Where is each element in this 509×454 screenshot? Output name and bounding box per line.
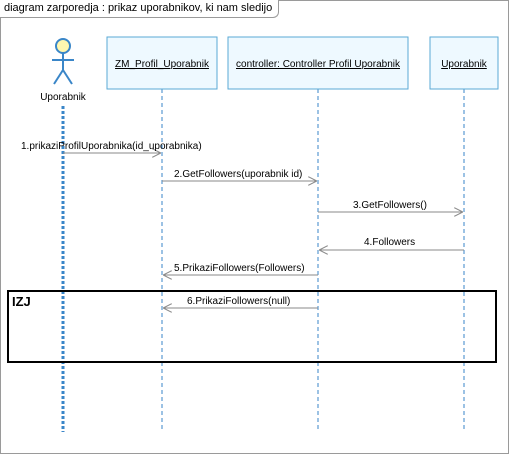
message-label-2: 2.GetFollowers(uporabnik id) bbox=[174, 169, 302, 180]
diagram-title: diagram zarporedja : prikaz uporabnikov,… bbox=[0, 0, 280, 18]
message-5[interactable]: 5.PrikaziFollowers(Followers) bbox=[164, 263, 318, 275]
actor-label: Uporabnik bbox=[40, 92, 87, 103]
message-2[interactable]: 2.GetFollowers(uporabnik id) bbox=[162, 169, 316, 181]
lifeline-label-controller: controller: Controller Profil Uporabnik bbox=[236, 59, 401, 70]
fragment-operator: IZJ bbox=[12, 294, 31, 309]
lifeline-box-controller[interactable]: controller: Controller Profil Uporabnik bbox=[227, 36, 409, 90]
message-label-5: 5.PrikaziFollowers(Followers) bbox=[174, 263, 305, 274]
message-1[interactable]: 1.prikaziProfilUporabnika(id_uporabnika) bbox=[21, 141, 202, 153]
lifeline-box-uporabnik[interactable]: Uporabnik bbox=[429, 36, 499, 90]
message-3[interactable]: 3.GetFollowers() bbox=[318, 200, 462, 212]
actor-right-leg bbox=[62, 69, 73, 85]
actor-left-leg bbox=[53, 69, 64, 85]
lifeline-label-zm: ZM_Profil_Uporabnik bbox=[115, 59, 210, 70]
lifeline-box-zm[interactable]: ZM_Profil_Uporabnik bbox=[106, 36, 218, 90]
message-label-3: 3.GetFollowers() bbox=[353, 200, 427, 211]
lifeline-label-uporabnik: Uporabnik bbox=[441, 59, 488, 70]
actor-head bbox=[55, 38, 71, 54]
message-label-1: 1.prikaziProfilUporabnika(id_uporabnika) bbox=[21, 141, 202, 152]
message-label-6: 6.PrikaziFollowers(null) bbox=[187, 296, 290, 307]
fragment-izj[interactable]: IZJ bbox=[7, 290, 497, 363]
actor-uporabnik[interactable]: Uporabnik bbox=[40, 38, 87, 103]
message-4[interactable]: 4.Followers bbox=[320, 237, 464, 250]
message-label-4: 4.Followers bbox=[364, 237, 415, 248]
message-6[interactable]: 6.PrikaziFollowers(null) bbox=[164, 296, 318, 308]
